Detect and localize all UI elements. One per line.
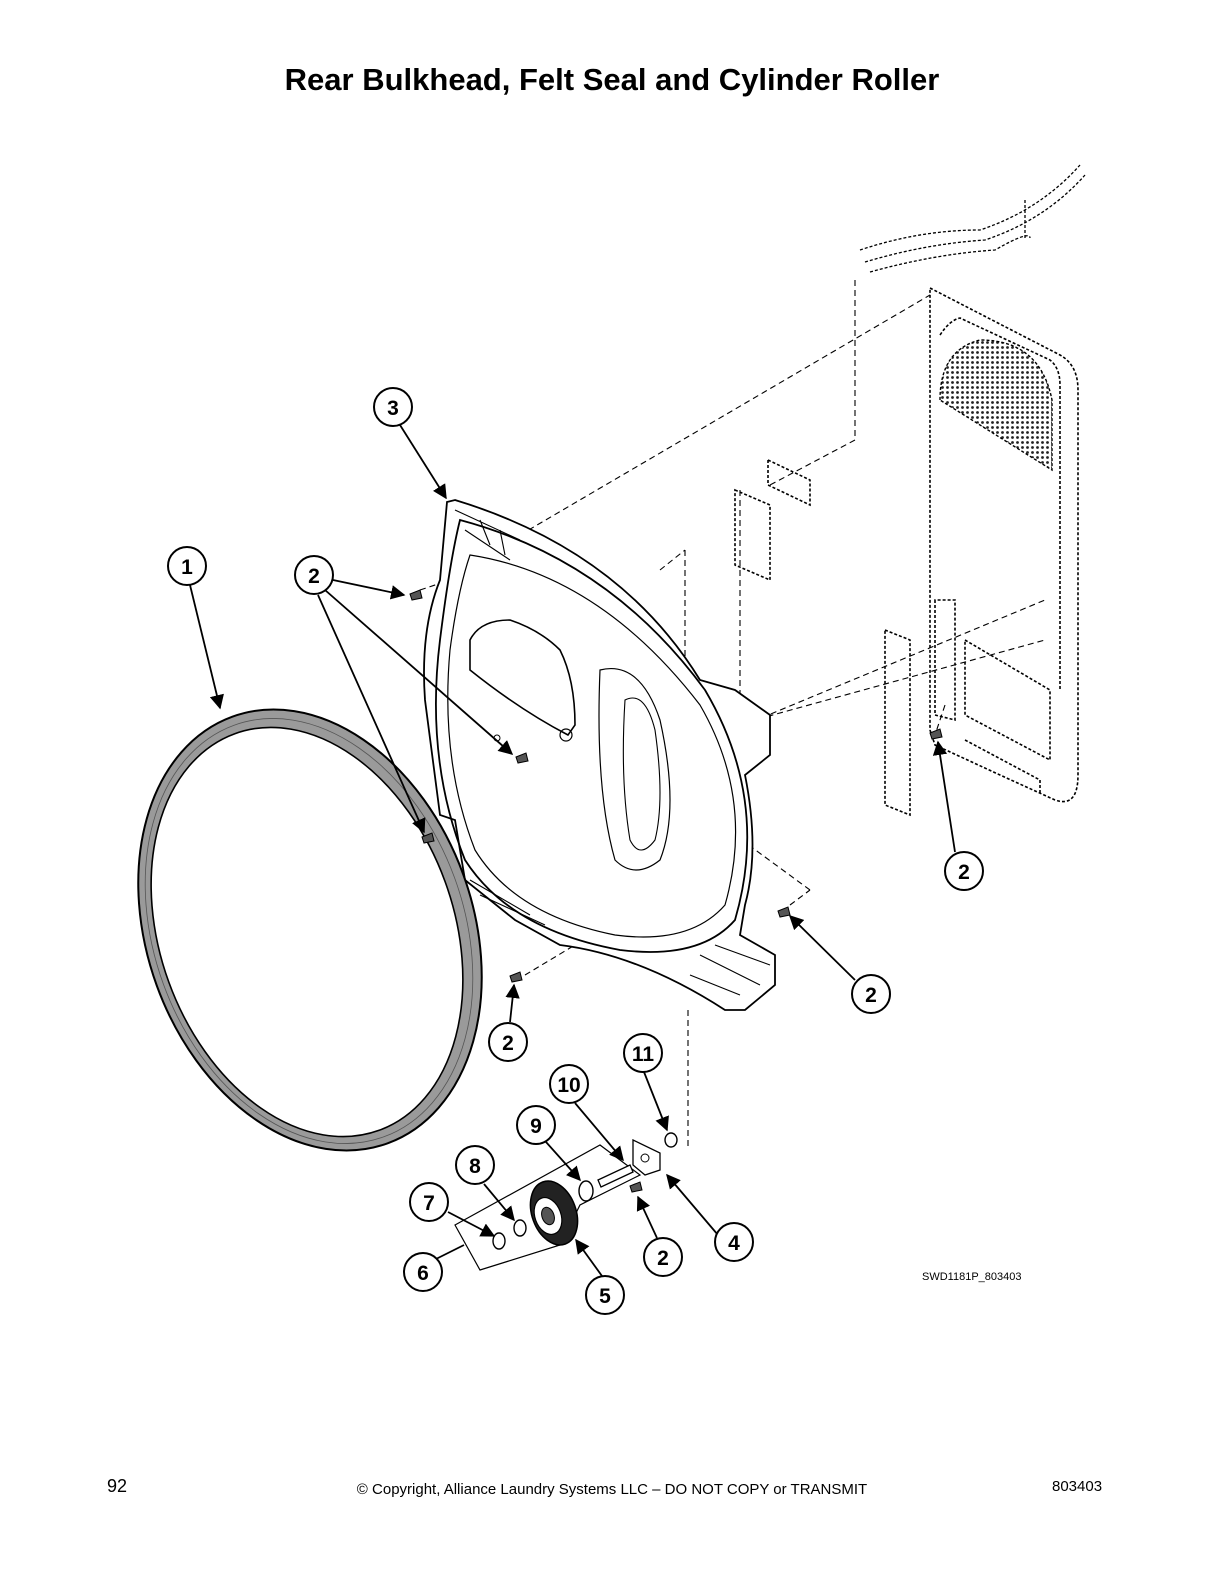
callout-8-label: 8 [469, 1155, 481, 1178]
callout-3-label: 3 [387, 397, 399, 420]
cylinder-roller-assembly [454, 1132, 678, 1271]
callout-2-upper-left: 2 [294, 555, 334, 595]
wire-harness [859, 164, 1086, 273]
callout-10: 10 [549, 1064, 589, 1104]
callout-10-label: 10 [557, 1074, 580, 1097]
leader-lines [189, 424, 956, 1277]
callout-2-label: 2 [502, 1032, 514, 1055]
callout-11: 11 [623, 1033, 663, 1073]
callout-2-roller: 2 [643, 1237, 683, 1277]
callout-11-label: 11 [632, 1043, 655, 1066]
blower-grille [939, 339, 1053, 472]
callout-7: 7 [409, 1182, 449, 1222]
callout-3: 3 [373, 387, 413, 427]
callout-5: 5 [585, 1275, 625, 1315]
rear-bulkhead [423, 499, 776, 1011]
drawing-id: SWD1181P_803403 [922, 1271, 1022, 1283]
callout-2-bottom: 2 [488, 1022, 528, 1062]
callout-2-label: 2 [865, 984, 877, 1007]
callout-8: 8 [455, 1145, 495, 1185]
page-title: Rear Bulkhead, Felt Seal and Cylinder Ro… [284, 62, 940, 97]
callout-9: 9 [516, 1105, 556, 1145]
callout-7-label: 7 [423, 1192, 435, 1215]
callout-4-label: 4 [728, 1232, 740, 1255]
callout-2-lower-right: 2 [851, 974, 891, 1014]
copyright-notice: © Copyright, Alliance Laundry Systems LL… [356, 1481, 868, 1498]
callout-9-label: 9 [530, 1115, 542, 1138]
callout-6: 6 [403, 1252, 443, 1292]
rear-panel [734, 286, 1079, 817]
callout-1-label: 1 [181, 556, 193, 579]
page-number: 92 [107, 1476, 128, 1496]
callout-2-label: 2 [657, 1247, 669, 1270]
callout-4: 4 [714, 1222, 754, 1262]
callout-1: 1 [167, 546, 207, 586]
document-number: 803403 [1052, 1478, 1103, 1495]
callout-6-label: 6 [417, 1262, 429, 1285]
callout-2-label: 2 [958, 861, 970, 884]
callout-5-label: 5 [599, 1285, 611, 1308]
callout-2-right: 2 [944, 851, 984, 891]
callout-2-label: 2 [308, 565, 320, 588]
felt-seal [137, 708, 483, 1152]
screws [409, 589, 943, 1193]
